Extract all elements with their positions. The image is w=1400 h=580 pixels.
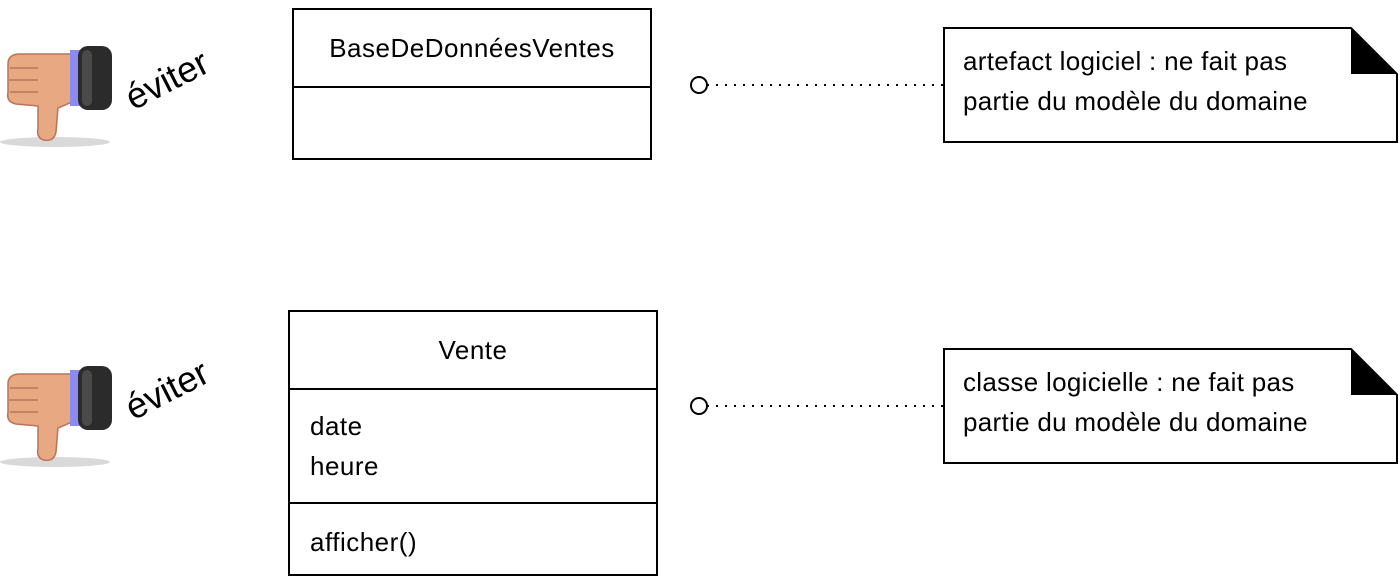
- attributes-compartment: date heure: [290, 388, 656, 502]
- thumbs-down-icon: [0, 362, 120, 472]
- attribute: date: [310, 411, 363, 441]
- uml-note: artefact logiciel : ne fait pas partie d…: [943, 27, 1398, 143]
- note-line: artefact logiciel : ne fait pas: [963, 46, 1288, 76]
- thumbs-down-icon: [0, 42, 120, 152]
- uml-class-box: Vente date heure afficher(): [288, 310, 658, 576]
- note-line: classe logicielle : ne fait pas: [963, 367, 1295, 397]
- class-name: Vente: [438, 334, 508, 365]
- uml-class-box: BaseDeDonnéesVentes: [292, 8, 652, 160]
- attributes-compartment: [294, 86, 650, 158]
- note-line: partie du modèle du domaine: [963, 407, 1308, 437]
- operations-compartment: afficher(): [290, 502, 656, 574]
- note-line: partie du modèle du domaine: [963, 86, 1308, 116]
- note-text: artefact logiciel : ne fait pas partie d…: [963, 41, 1368, 121]
- operation: afficher(): [310, 527, 418, 557]
- attribute: heure: [310, 451, 379, 481]
- uml-note: classe logicielle : ne fait pas partie d…: [943, 348, 1398, 464]
- class-name: BaseDeDonnéesVentes: [329, 32, 615, 63]
- note-text: classe logicielle : ne fait pas partie d…: [963, 362, 1368, 442]
